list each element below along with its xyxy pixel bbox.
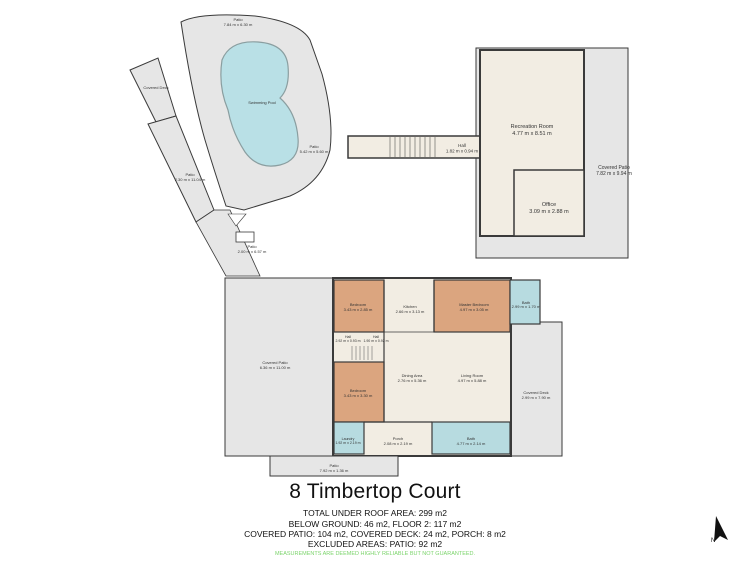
svg-text:Swimming Pool: Swimming Pool xyxy=(248,100,276,105)
area-line-3: EXCLUDED AREAS: PATIO: 92 m2 xyxy=(307,539,443,549)
patio-right-dims: 5.42 m x 5.60 m xyxy=(300,149,329,154)
kitchen-dims: 2.66 m x 3.13 m xyxy=(396,309,425,314)
covered-deck-left xyxy=(129,57,177,123)
covered-patio-upper-name: Covered Patio xyxy=(598,165,630,171)
patio-walkway-dims: 2.30 m x 11.04 m xyxy=(175,177,206,182)
patio-bottom-surface xyxy=(269,455,399,477)
swimming-pool-name: Swimming Pool xyxy=(248,100,276,105)
covered-patio-lower-name: Covered Patio xyxy=(262,360,288,365)
porch-dims: 2.08 m x 2.19 m xyxy=(384,441,413,446)
recreation-room-name: Recreation Room xyxy=(511,124,554,130)
bath-1-dims: 2.99 m x 1.70 m xyxy=(512,304,541,309)
total-under-roof: TOTAL UNDER ROOF AREA: 299 m2 xyxy=(303,508,447,518)
hall-2-name: Hall xyxy=(373,335,379,339)
patio-bottom-name: Patio xyxy=(329,463,339,468)
laundry-dims: 1.92 m x 2.19 m xyxy=(335,441,360,445)
compass-label: N xyxy=(711,538,716,544)
porch-name: Porch xyxy=(393,436,403,441)
patio-stair-surface xyxy=(195,209,261,277)
disclaimer-text: MEASUREMENTS ARE DEEMED HIGHLY RELIABLE … xyxy=(274,551,476,557)
bedroom-2-dims: 3.43 m x 3.30 m xyxy=(344,393,373,398)
office-surface xyxy=(513,169,585,237)
covered-patio-upper-dims: 7.82 m x 9.94 m xyxy=(596,171,632,177)
bath-1-surface xyxy=(509,279,541,325)
dining-area-dims: 2.76 m x 5.36 m xyxy=(398,378,427,383)
north-arrow-icon xyxy=(714,516,728,542)
living-room-name: Living Room xyxy=(461,373,484,378)
svg-text:Covered Deck: Covered Deck xyxy=(143,85,168,90)
main-building xyxy=(224,277,563,477)
bath-2-name: Bath xyxy=(467,436,475,441)
bath-2-surface xyxy=(431,421,511,455)
bath-2-dims: 4.77 m x 2.14 m xyxy=(457,441,486,446)
area-line-1: BELOW GROUND: 46 m2, FLOOR 2: 117 m2 xyxy=(288,519,462,529)
swimming-pool xyxy=(220,41,299,167)
area-line-2: COVERED PATIO: 104 m2, COVERED DECK: 24 … xyxy=(244,529,506,539)
patio-stair-name: Patio xyxy=(247,244,257,249)
master-bedroom-name: Master Bedroom xyxy=(459,302,489,307)
hall-1-name: Hall xyxy=(345,335,351,339)
bedroom-1-surface xyxy=(333,279,385,333)
hall-upper-dims: 1.82 m x 0.94 m xyxy=(446,149,479,154)
recreation-room-dims: 4.77 m x 8.51 m xyxy=(512,131,552,137)
covered-deck-right-surface xyxy=(509,321,563,457)
stair-lines xyxy=(389,137,436,157)
bedroom-1-dims: 3.43 m x 2.85 m xyxy=(344,307,373,312)
laundry-name: Laundry xyxy=(342,437,355,441)
laundry-surface xyxy=(333,421,365,455)
bedroom-1-name: Bedroom xyxy=(350,302,367,307)
hall-1-dims: 2.92 m x 0.93 m xyxy=(335,339,360,343)
hall-2-dims: 1.90 m x 0.92 m xyxy=(363,339,388,343)
patio-bottom-dims: 7.92 m x 1.36 m xyxy=(320,468,349,473)
property-title: 8 Timbertop Court xyxy=(289,480,461,503)
patio-right-name: Patio xyxy=(309,144,319,149)
patio-walkway-name: Patio xyxy=(185,172,195,177)
bath-1-name: Bath xyxy=(522,300,530,305)
covered-patio-lower-dims: 6.36 m x 11.00 m xyxy=(260,365,291,370)
bedroom-2-name: Bedroom xyxy=(350,388,367,393)
patio-top-dims: 7.84 m x 6.30 m xyxy=(224,22,253,27)
covered-deck-right-name: Covered Deck xyxy=(523,390,548,395)
patio-top-name: Patio xyxy=(233,17,243,22)
office-name: Office xyxy=(542,202,556,208)
covered-deck-right-dims: 2.99 m x 7.90 m xyxy=(522,395,551,400)
master-bedroom-dims: 4.97 m x 3.05 m xyxy=(460,307,489,312)
hall-upper-name: Hall xyxy=(458,143,466,148)
living-room-dims: 4.97 m x 5.88 m xyxy=(458,378,487,383)
patio-stair-dims: 2.00 m x 6.57 m xyxy=(238,249,267,254)
dining-area-name: Dining Area xyxy=(402,373,423,378)
kitchen-name: Kitchen xyxy=(403,304,416,309)
covered-deck-left-name: Covered Deck xyxy=(143,85,168,90)
upper-building xyxy=(347,47,629,259)
pool-area xyxy=(129,14,332,277)
office-dims: 3.09 m x 2.88 m xyxy=(529,209,569,215)
